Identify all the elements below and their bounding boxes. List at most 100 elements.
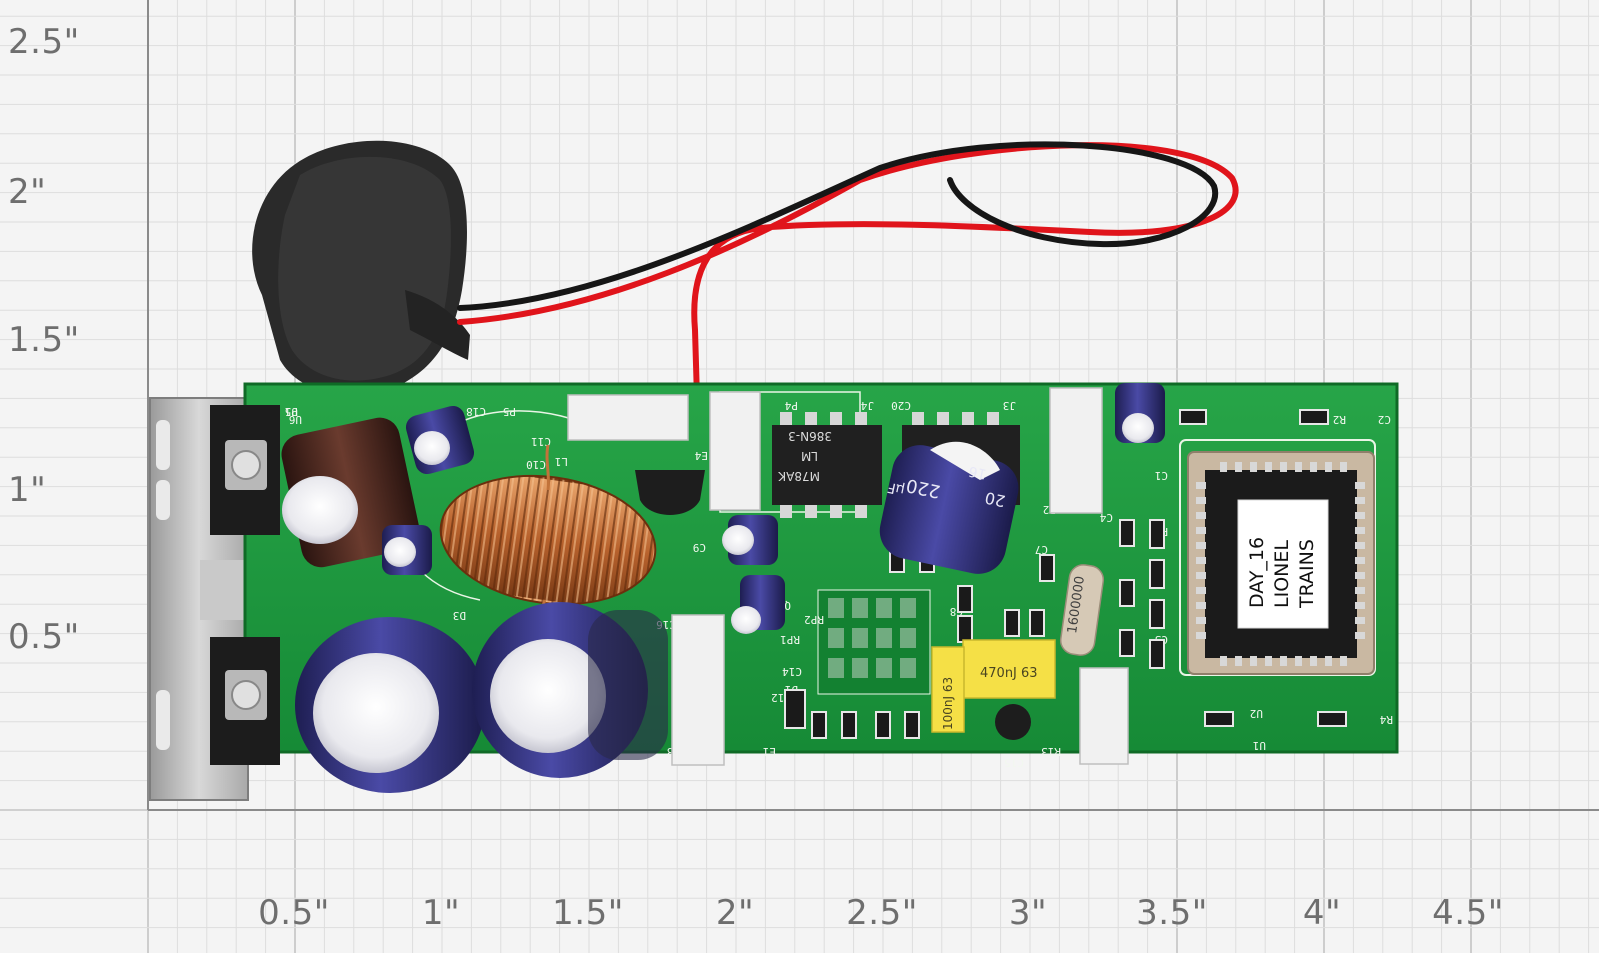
smd-component [875, 711, 891, 739]
silkscreen-label: J3 [1003, 399, 1016, 412]
smd-component [1149, 559, 1165, 589]
chip-pin [1295, 462, 1302, 472]
smd-component [1299, 409, 1329, 425]
chip-pin [1265, 462, 1272, 472]
white-connectors [567, 387, 1129, 766]
chip-pin [1355, 527, 1365, 534]
x-axis-label-1: 1" [421, 893, 461, 933]
y-axis-label-2: 2" [8, 172, 47, 212]
silkscreen-label: RP2 [804, 613, 824, 626]
silkscreen-label: C10 [526, 458, 546, 471]
plcc-socket: DAY_16 LIONEL TRAINS [1187, 451, 1375, 675]
chip-pin [1235, 462, 1242, 472]
x-axis-label-2: 2" [715, 893, 755, 933]
chip-label-3: TRAINS [1296, 539, 1318, 609]
voltage-regulator-top [210, 405, 280, 535]
chip-pin [1280, 656, 1287, 666]
film-capacitor-label-2: 100nJ 63 [941, 677, 955, 730]
chip-pin [1355, 587, 1365, 594]
toroid-inductor [439, 444, 657, 631]
chip-pin [1265, 656, 1272, 666]
x-axis-label-1-5: 1.5" [552, 893, 624, 933]
chip-pin [1325, 656, 1332, 666]
smd-component [1149, 599, 1165, 629]
smd-component [900, 658, 916, 678]
smd-component [900, 628, 916, 648]
x-axis-label-2-5: 2.5" [846, 893, 918, 933]
large-electrolytic-capacitors [295, 602, 668, 793]
voltage-regulator-bottom [210, 637, 280, 765]
smd-component [852, 628, 868, 648]
y-axis-label-1-5: 1.5" [8, 320, 80, 360]
chip-pin [1250, 462, 1257, 472]
silkscreen-label: C7 [1035, 543, 1048, 556]
chip-pin [1196, 572, 1206, 579]
chip-pin [1196, 512, 1206, 519]
smd-component [828, 598, 844, 618]
smd-component [1119, 519, 1135, 547]
y-axis-label-1: 1" [8, 470, 47, 510]
chip-pin [1196, 497, 1206, 504]
smd-component [900, 598, 916, 618]
chip-pin [1280, 462, 1287, 472]
smd-component [957, 585, 973, 613]
smd-component [852, 598, 868, 618]
chip-pin [1220, 462, 1227, 472]
silkscreen-label: C4 [1099, 511, 1113, 524]
chip-pin [1355, 572, 1365, 579]
silkscreen-label: C20 [891, 399, 911, 412]
film-capacitors: 470nJ 63 100nJ 63 [931, 639, 1056, 733]
y-axis-label-0-5: 0.5" [8, 617, 80, 657]
silkscreen-label: E1 [763, 745, 776, 758]
silkscreen-label: C15 [1004, 756, 1024, 769]
crystal-oscillator: 1600000 [1059, 564, 1105, 656]
battery-wires [457, 141, 1239, 401]
chip-pin [1355, 497, 1365, 504]
chip-label-2: LIONEL [1271, 540, 1293, 608]
smd-component [876, 628, 892, 648]
silkscreen-label: E4 [694, 449, 708, 462]
smd-component [904, 711, 920, 739]
battery-clip [252, 140, 470, 396]
ic-label-part: 386N-3 [788, 429, 832, 443]
capacitor-220uf: 220 µF 16 20 [879, 441, 1019, 574]
silkscreen-label: C11 [531, 435, 551, 448]
smd-component [1317, 711, 1347, 727]
y-axis-label-2-5: 2.5" [8, 22, 80, 62]
silkscreen-label: D3 [453, 609, 466, 622]
smd-component [811, 711, 827, 739]
smd-component [1039, 554, 1055, 582]
smd-component [876, 658, 892, 678]
chip-pin [1355, 617, 1365, 624]
chip-pin [1220, 656, 1227, 666]
smd-component [852, 658, 868, 678]
chip-pin [1355, 512, 1365, 519]
chip-label-1: DAY_16 [1246, 537, 1268, 608]
chip-pin [1310, 656, 1317, 666]
chip-pin [1196, 527, 1206, 534]
silkscreen-label: U5 [285, 405, 298, 418]
chip-pin [1196, 557, 1206, 564]
smd-component [1119, 579, 1135, 607]
small-capacitors [382, 383, 1165, 634]
chip-pin [1355, 557, 1365, 564]
chip-pin [1355, 602, 1365, 609]
smd-component [1204, 711, 1234, 727]
capacitor-220uf-voltage: 16 [967, 462, 988, 481]
smd-component [828, 658, 844, 678]
to92-transistors [635, 470, 1031, 740]
silkscreen-label: R13 [1041, 745, 1061, 758]
smd-component [1004, 609, 1020, 637]
chip-pin [1196, 542, 1206, 549]
silkscreen-label: R4 [1379, 713, 1393, 726]
chip-pin [1340, 656, 1347, 666]
smd-component [784, 689, 806, 729]
chip-pin [1196, 617, 1206, 624]
chip-pin [1196, 482, 1206, 489]
smd-component [1179, 409, 1207, 425]
chip-pin [1310, 462, 1317, 472]
chip-pin [1196, 632, 1206, 639]
silkscreen-label: J4 [860, 399, 874, 412]
